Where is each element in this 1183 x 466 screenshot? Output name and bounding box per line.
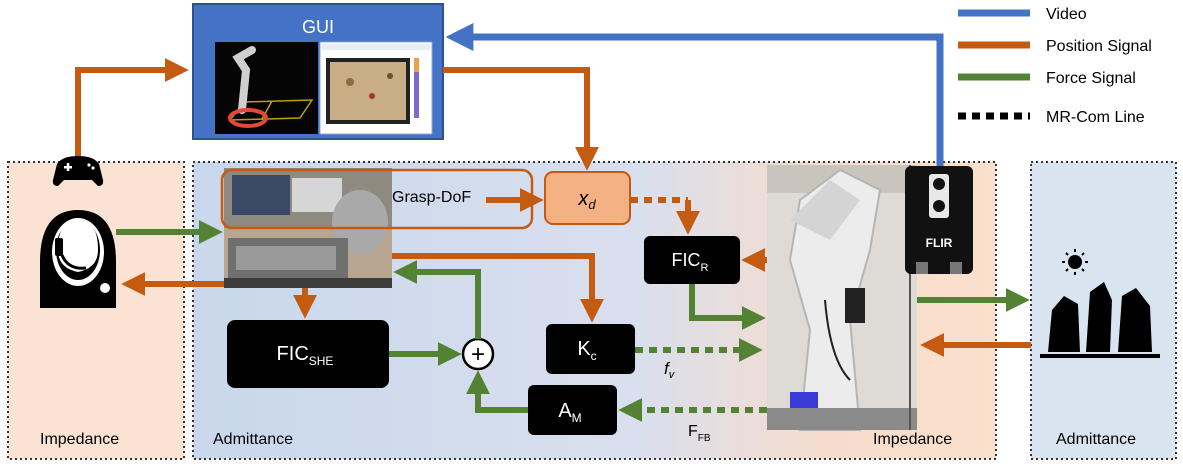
operator-impedance-region [7, 161, 185, 460]
legend-position-label: Position Signal [1046, 38, 1152, 55]
fic-she-main-text: FIC [277, 343, 309, 365]
master-to-kc-arrow [392, 253, 604, 323]
fic-r-to-robot-arrow [689, 284, 766, 330]
legend: Video Position Signal Force Signal MR-Co… [958, 6, 1152, 126]
gui-to-xd-arrow [443, 67, 599, 171]
fv-main-text: f [664, 359, 671, 378]
slave-robot-photo [767, 165, 917, 431]
operator-region-label: Impedance [40, 431, 119, 448]
legend-force-label: Force Signal [1046, 70, 1136, 87]
legend-mrcom-label: MR-Com Line [1046, 109, 1145, 126]
flir-brand-label: FLIR [926, 236, 953, 250]
gamepad-icon [52, 156, 104, 186]
fv-sub-text: v [669, 369, 676, 381]
kc-sub-text: c [591, 349, 597, 363]
gui-sand-tray-image [330, 62, 406, 120]
gui-window: GUI [192, 3, 444, 140]
am-sub-text: M [572, 411, 582, 425]
environment-region-label: Admittance [1056, 431, 1136, 448]
svg-text:xd: xd [577, 188, 596, 212]
am-to-sum-arrow [466, 370, 528, 413]
environment-terrain-icon [1040, 249, 1160, 358]
legend-video-label: Video [1046, 6, 1087, 23]
fic-r-main-text: FIC [672, 250, 701, 270]
xd-sub-text: d [588, 197, 596, 212]
ffb-sub-text: FB [698, 433, 711, 444]
fic-r-block: FICR [644, 236, 740, 284]
xd-main-text: x [577, 188, 589, 210]
svg-text:Kc: Kc [577, 338, 596, 363]
fic-she-block: FICSHE [227, 320, 389, 388]
svg-text:AM: AM [558, 400, 581, 425]
operator-to-gui-arrow [75, 58, 189, 156]
summing-junction-symbol: + [471, 341, 485, 368]
sum-to-master-arrow [393, 260, 481, 339]
kc-main-text: K [577, 338, 591, 360]
video-signal-arrow [445, 23, 944, 166]
master-region-label: Admittance [213, 431, 293, 448]
flir-camera: FLIR [905, 166, 973, 274]
sun-icon [1068, 255, 1082, 269]
ffb-main-text: F [688, 423, 698, 440]
robot-region-label: Impedance [873, 431, 952, 448]
grasp-dof-label: Grasp-DoF [392, 189, 471, 206]
fic-r-sub-text: R [701, 262, 709, 274]
summing-junction: + [461, 337, 495, 371]
svg-text:FFB: FFB [688, 423, 711, 444]
gui-title: GUI [302, 17, 334, 37]
gui-robot-arm-icon [232, 46, 256, 114]
am-main-text: A [558, 400, 572, 422]
svg-text:FICR: FICR [672, 250, 709, 274]
svg-text:FICSHE: FICSHE [277, 343, 334, 368]
fic-she-sub-text: SHE [309, 354, 334, 368]
svg-text:fv: fv [664, 359, 676, 381]
am-block: AM [528, 385, 617, 435]
kc-block: Kc [546, 324, 635, 374]
operator-headset-icon [40, 210, 116, 308]
gui-target-ring-icon [228, 108, 268, 128]
xd-block: xd [544, 171, 631, 225]
